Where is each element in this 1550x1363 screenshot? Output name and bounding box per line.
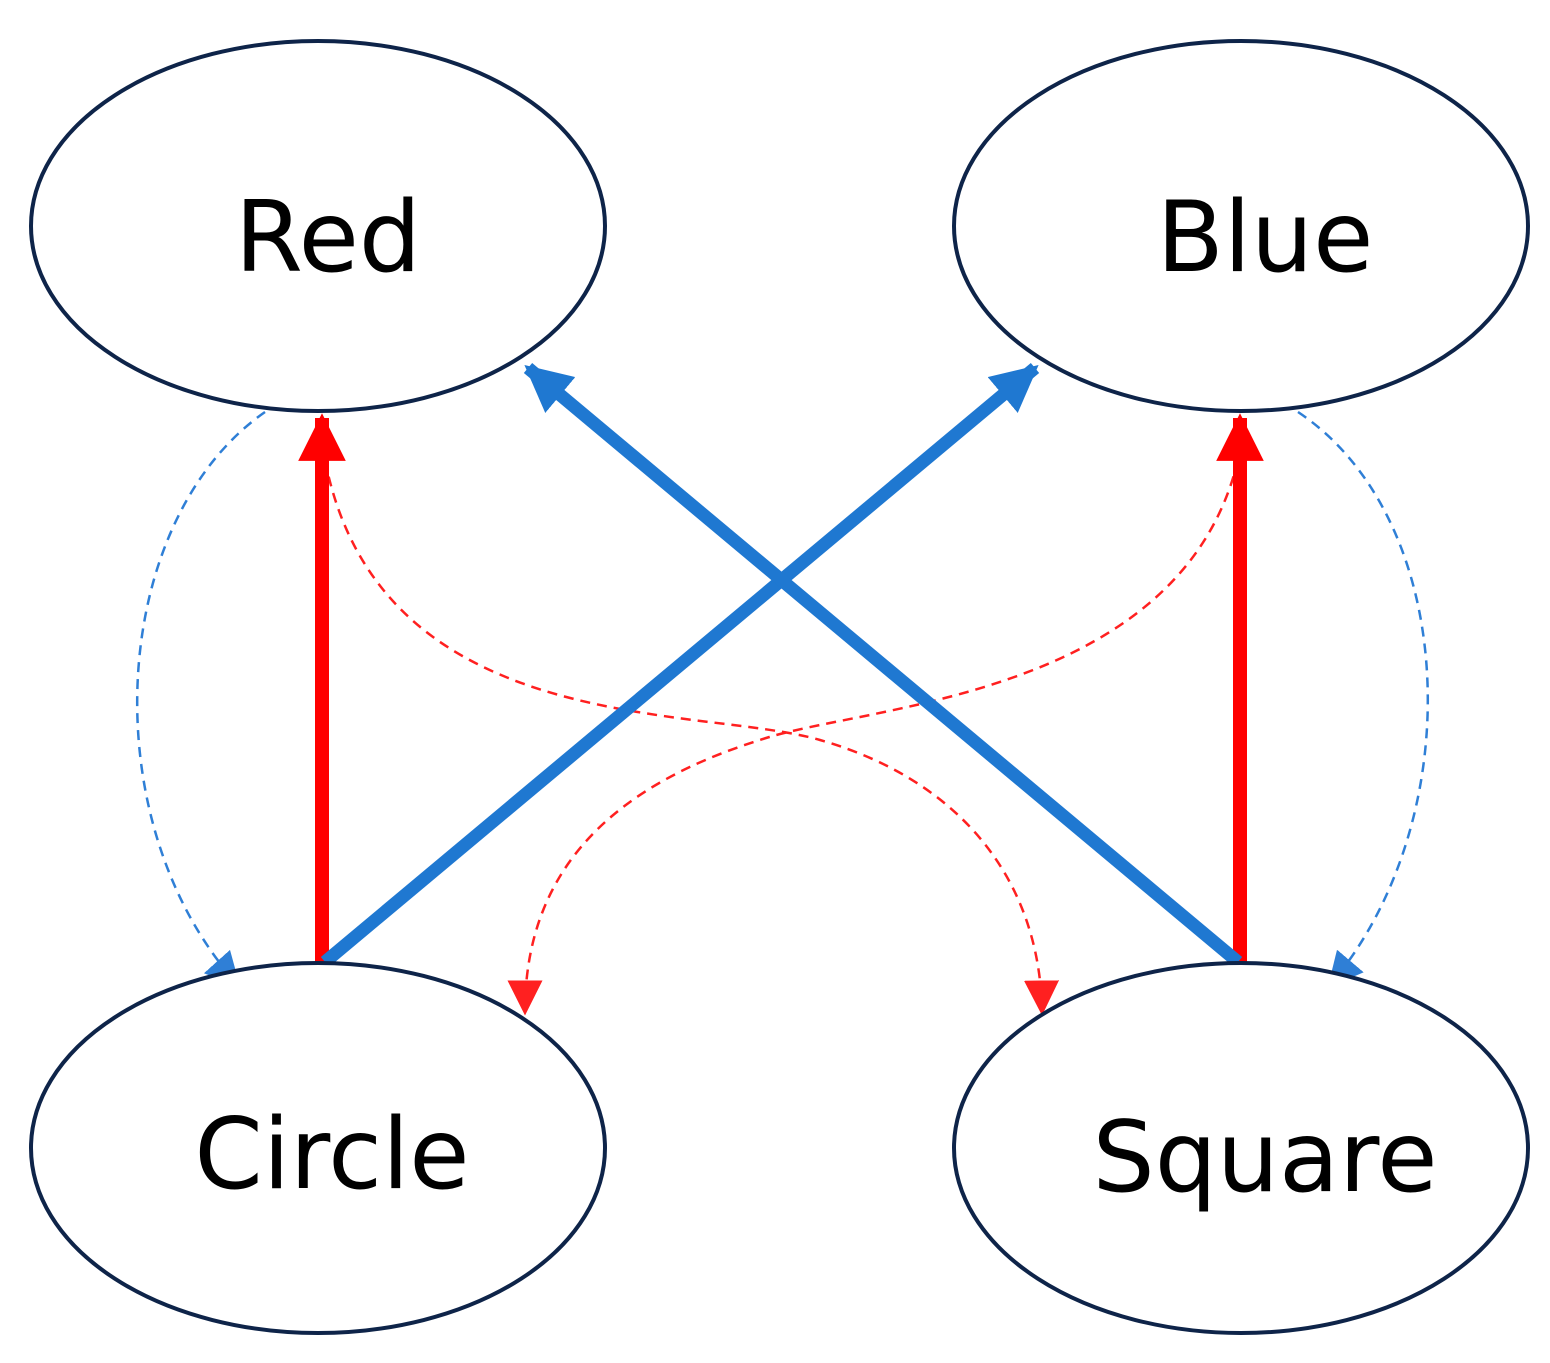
edge-blue-to-square-dashed <box>1297 410 1429 988</box>
edge-blue-to-circle-dashed <box>507 459 1240 1016</box>
node-circle-ellipse <box>29 961 607 1335</box>
node-blue: Blue <box>952 39 1530 413</box>
edge-circle-to-blue-solid <box>320 363 1040 967</box>
edge-red-to-square-dashed <box>323 459 1060 1016</box>
node-red-label: Red <box>235 181 421 295</box>
node-red-ellipse <box>29 39 607 413</box>
node-circle-label: Circle <box>194 1098 469 1212</box>
node-square-label: Square <box>1092 1101 1437 1215</box>
edge-square-to-red-solid <box>523 363 1243 967</box>
node-red: Red <box>29 39 607 413</box>
node-square: Square <box>952 961 1530 1335</box>
node-square-ellipse <box>952 961 1530 1335</box>
edge-red-to-circle-dashed <box>136 410 266 988</box>
edges <box>136 363 1429 1016</box>
node-blue-label: Blue <box>1157 181 1374 295</box>
node-blue-ellipse <box>952 39 1530 413</box>
node-circle: Circle <box>29 961 607 1335</box>
